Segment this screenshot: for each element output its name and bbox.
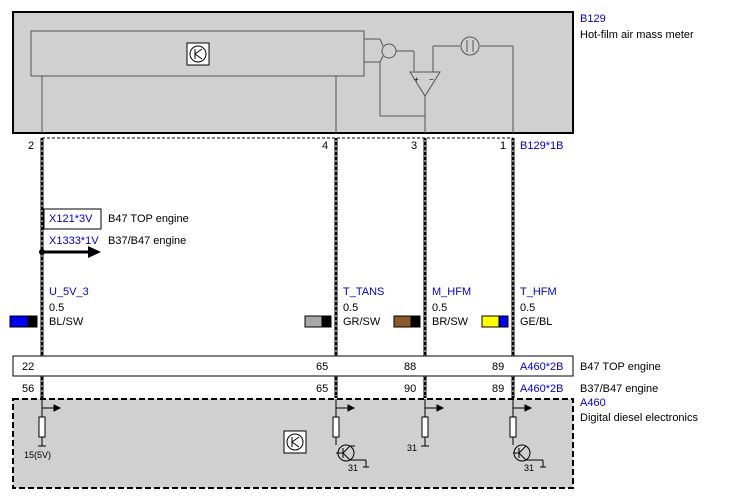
wire-signal-label[interactable]: M_HFM [432, 286, 471, 298]
wire-size-label: 0.5 [432, 302, 447, 314]
svg-text:+: + [414, 75, 419, 84]
ecu-ground-label: 31 [524, 463, 534, 473]
wire-color-swatch-icon [9, 315, 38, 328]
sensor-symbol-icon [186, 42, 210, 66]
bottom-row-desc: B37/B47 engine [580, 383, 658, 395]
wire-color-swatch-icon [304, 315, 332, 328]
splice-x1333-desc: B37/B47 engine [108, 235, 186, 247]
svg-text:−: − [429, 75, 434, 84]
wire-color-label: GE/BL [520, 316, 552, 328]
wire-color-swatch-icon [481, 315, 509, 328]
ecu-symbol-icon [283, 430, 307, 454]
bottom-row-pin: 56 [22, 383, 34, 395]
sensor-pin: 2 [28, 140, 34, 152]
top-row-pin: 65 [316, 361, 328, 373]
bottom-row-pin: 89 [492, 383, 504, 395]
sensor-b129-box[interactable] [12, 11, 574, 134]
connector-row-top[interactable] [12, 355, 574, 377]
bottom-row-connector[interactable]: A460*2B [520, 383, 563, 395]
ecu-supply-label: 15(5V) [24, 450, 51, 460]
top-row-pin: 88 [404, 361, 416, 373]
sensor-pin: 1 [500, 140, 506, 152]
wire-color-swatch-icon [393, 315, 421, 328]
ecu-internal-circuit [38, 399, 546, 468]
top-row-desc: B47 TOP engine [580, 361, 661, 373]
wire-signal-label[interactable]: T_HFM [520, 286, 557, 298]
ecu-name-label: Digital diesel electronics [580, 412, 698, 424]
ecu-ground-label: 31 [407, 443, 417, 453]
top-row-pin: 22 [22, 361, 34, 373]
wire-signal-label[interactable]: U_5V_3 [49, 286, 89, 298]
top-row-connector[interactable]: A460*2B [520, 361, 563, 373]
bottom-row-pin: 65 [316, 383, 328, 395]
wire-size-label: 0.5 [343, 302, 358, 314]
splice-x1333-label[interactable]: X1333*1V [49, 235, 99, 247]
wire-size-label: 0.5 [520, 302, 535, 314]
wire-color-label: GR/SW [343, 316, 381, 328]
ecu-ground-label: 31 [348, 463, 358, 473]
sensor-internal-circuit: + − [41, 36, 514, 133]
wire-color-label: BL/SW [49, 316, 84, 328]
splice-x121-label[interactable]: X121*3V [49, 213, 93, 225]
splice-arrow-icon [39, 246, 101, 258]
wire-color-label: BR/SW [432, 316, 469, 328]
sensor-pin: 4 [322, 140, 328, 152]
sensor-pin: 3 [411, 140, 417, 152]
splice-x121-desc: B47 TOP engine [108, 213, 189, 225]
sensor-name-label: Hot-film air mass meter [580, 29, 694, 41]
splice-x121-box[interactable] [43, 208, 102, 230]
ecu-id-label[interactable]: A460 [580, 397, 606, 409]
top-row-pin: 89 [492, 361, 504, 373]
bottom-row-pin: 90 [404, 383, 416, 395]
wire-signal-label[interactable]: T_TANS [343, 286, 384, 298]
sensor-id-label[interactable]: B129 [580, 13, 606, 25]
sensor-connector-label[interactable]: B129*1B [520, 140, 563, 152]
wire-size-label: 0.5 [49, 302, 64, 314]
